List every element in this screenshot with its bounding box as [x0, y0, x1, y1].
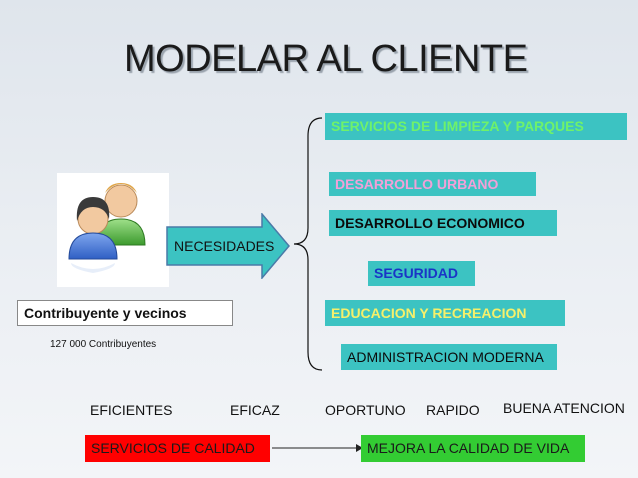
contributor-count: 127 000 Contribuyentes [50, 339, 157, 350]
service-educacion: EDUCACION Y RECREACION [325, 300, 565, 326]
quality-buena-atencion: BUENA ATENCION [503, 400, 625, 416]
quality-eficientes: EFICIENTES [90, 402, 173, 418]
contributor-label: Contribuyente y vecinos [17, 300, 233, 326]
needs-label: NECESIDADES [174, 238, 275, 254]
people-icon [57, 173, 169, 287]
slide-title: MODELAR AL CLIENTE [124, 38, 528, 80]
brace-bracket [293, 117, 323, 371]
flow-from-box: SERVICIOS DE CALIDAD [85, 435, 270, 462]
service-urbano: DESARROLLO URBANO [329, 172, 536, 196]
quality-rapido: RAPIDO [426, 402, 480, 418]
service-seguridad: SEGURIDAD [368, 261, 475, 286]
service-administracion: ADMINISTRACION MODERNA [341, 344, 557, 370]
needs-arrow [166, 213, 290, 279]
quality-eficaz: EFICAZ [230, 402, 280, 418]
quality-oportuno: OPORTUNO [325, 402, 406, 418]
service-economico: DESARROLLO ECONOMICO [329, 210, 557, 236]
flow-arrow [272, 444, 363, 452]
service-limpieza: SERVICIOS DE LIMPIEZA Y PARQUES [325, 113, 627, 140]
flow-to-box: MEJORA LA CALIDAD DE VIDA [361, 435, 585, 462]
